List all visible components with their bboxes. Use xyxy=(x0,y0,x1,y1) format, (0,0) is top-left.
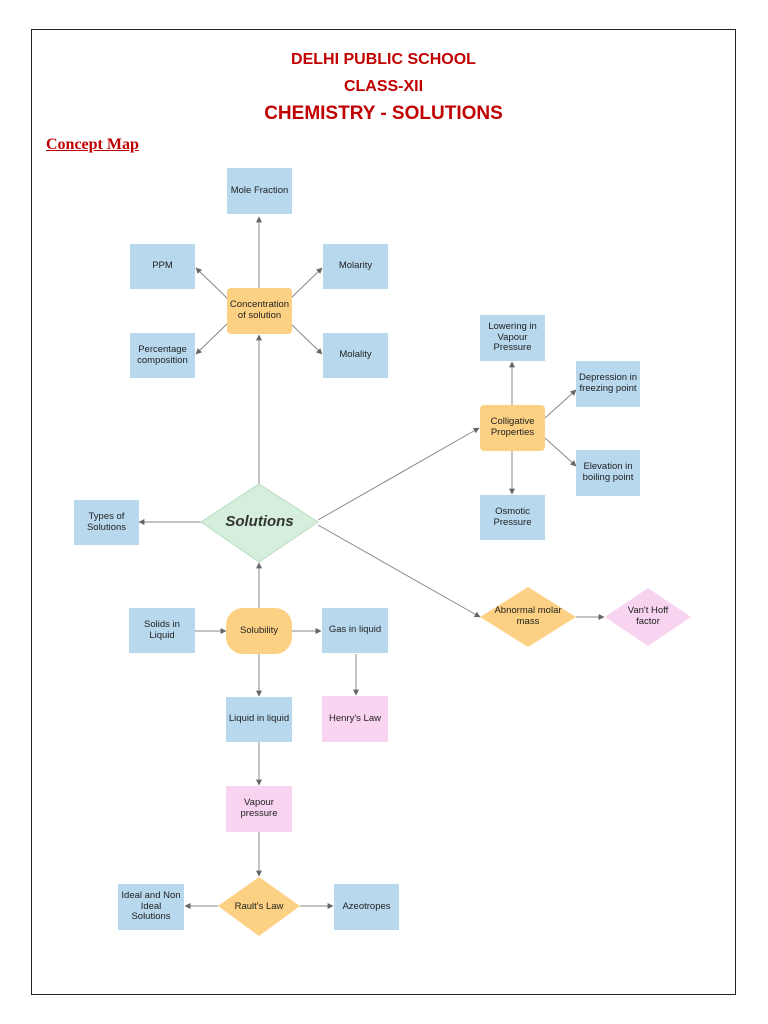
node-osmotic-pressure: Osmotic Pressure xyxy=(480,495,545,540)
concept-map-heading: Concept Map xyxy=(46,136,139,153)
node-percentage-composition: Percentage composition xyxy=(130,333,195,378)
solutions-diamond xyxy=(200,483,319,563)
edge-colligative-elevation xyxy=(544,437,577,467)
edge-solutions-colligative xyxy=(317,427,480,521)
node-azeotropes: Azeotropes xyxy=(334,884,399,930)
node-liquid-in-liquid: Liquid in liquid xyxy=(226,697,292,742)
class-label: CLASS-XII xyxy=(343,78,424,95)
node-depression-freezing-point: Depression in freezing point xyxy=(576,361,640,407)
subject-title: CHEMISTRY - SOLUTIONS xyxy=(264,103,503,124)
edge-colligative-depression xyxy=(544,389,577,419)
node-solubility: Solubility xyxy=(226,608,292,654)
node-solids-in-liquid: Solids in Liquid xyxy=(129,608,195,653)
node-gas-in-liquid: Gas in liquid xyxy=(322,608,388,653)
node-abnormal-molar-mass: Abnormal molar mass xyxy=(494,605,562,627)
node-vant-hoff-factor: Van't Hoff factor xyxy=(627,605,669,627)
node-lowering-vapour-pressure: Lowering in Vapour Pressure xyxy=(480,315,545,361)
edge-concentration-molarity xyxy=(289,267,323,300)
school-name: DELHI PUBLIC SCHOOL xyxy=(291,51,476,68)
node-ideal-non-ideal-solutions: Ideal and Non Ideal Solutions xyxy=(118,884,184,930)
node-colligative-properties: Colligative Properties xyxy=(480,405,545,451)
edge-concentration-ppm xyxy=(195,267,229,300)
node-molality: Molality xyxy=(323,333,388,378)
abnormal-diamond xyxy=(480,587,576,647)
node-ppm: PPM xyxy=(130,244,195,289)
node-elevation-boiling-point: Elevation in boiling point xyxy=(576,450,640,496)
node-molarity: Molarity xyxy=(323,244,388,289)
page-border xyxy=(31,29,736,995)
node-concentration: Concentration of solution xyxy=(227,288,292,334)
node-raoults-law: Rault's Law xyxy=(234,900,284,912)
vanthoff-diamond xyxy=(605,588,691,646)
node-mole-fraction: Mole Fraction xyxy=(227,168,292,214)
node-types-of-solutions: Types of Solutions xyxy=(74,500,139,545)
node-vapour-pressure: Vapour pressure xyxy=(226,786,292,832)
edge-solutions-abnormal xyxy=(317,524,481,618)
node-henrys-law: Henry's Law xyxy=(322,696,388,742)
node-solutions: Solutions xyxy=(225,513,294,531)
edge-concentration-percentage xyxy=(195,322,229,355)
raoult-diamond xyxy=(218,877,300,936)
edge-concentration-molality xyxy=(289,322,323,355)
